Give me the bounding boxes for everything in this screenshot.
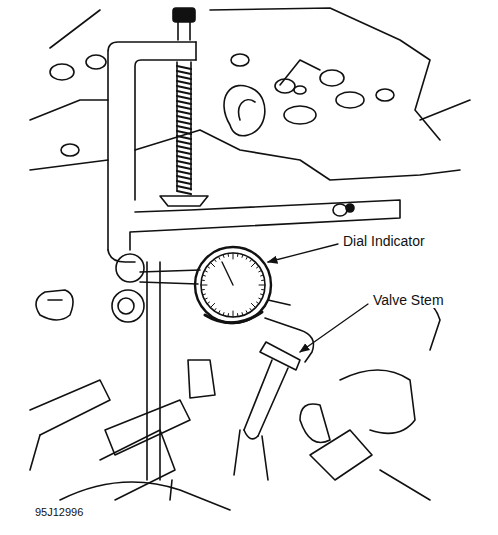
dial-tick <box>201 289 204 291</box>
dial-tick <box>205 271 208 272</box>
dial-tick <box>233 311 234 317</box>
dial-tick <box>262 289 265 291</box>
thread-stroke <box>177 156 191 159</box>
dial-tick <box>203 294 206 296</box>
dial-tick <box>210 303 214 307</box>
dial-tick <box>210 262 214 266</box>
dial-tick <box>250 259 252 261</box>
screw-threads <box>177 66 191 194</box>
thread-stroke <box>177 101 191 104</box>
dial-tick <box>259 271 262 272</box>
dial-tick <box>228 314 230 317</box>
dial-tick <box>233 253 234 259</box>
thread-stroke <box>177 141 191 144</box>
dial-ticks <box>201 253 265 317</box>
dial-tick <box>207 302 209 304</box>
dial-tick <box>205 298 208 299</box>
thread-stroke <box>177 76 191 79</box>
dial-tick <box>207 266 209 268</box>
dial-tick <box>250 309 252 311</box>
thread-stroke <box>177 191 191 194</box>
dial-tick <box>237 253 239 256</box>
dial-tick <box>259 285 265 286</box>
dial-tick <box>246 257 247 260</box>
thread-stroke <box>177 151 191 154</box>
dial-tick <box>201 285 207 286</box>
dial-tick <box>242 255 244 258</box>
thread-stroke <box>177 176 191 179</box>
dial-tick <box>261 275 264 277</box>
dial-tick <box>223 255 225 258</box>
valve-spring-compressor <box>108 8 400 500</box>
thread-stroke <box>177 66 191 69</box>
thread-stroke <box>177 116 191 119</box>
leader-line <box>268 244 338 262</box>
dial-tick <box>251 303 255 307</box>
thread-stroke <box>177 86 191 89</box>
dial-tick <box>261 294 264 296</box>
rocker-arms <box>30 290 440 510</box>
dial-tick <box>262 280 265 282</box>
dial-tick <box>219 257 220 260</box>
dial-tick <box>246 311 247 314</box>
dial-tick <box>214 309 216 311</box>
dial-tick <box>219 311 220 314</box>
dial-tick <box>257 266 259 268</box>
thread-stroke <box>177 71 191 74</box>
dial-tick <box>257 302 259 304</box>
thread-stroke <box>177 126 191 129</box>
thread-stroke <box>177 161 191 164</box>
leader-line <box>300 304 368 352</box>
thread-stroke <box>177 121 191 124</box>
figure-number: 95J12996 <box>34 506 84 518</box>
thread-stroke <box>177 106 191 109</box>
part-label: Valve Stem <box>372 292 445 308</box>
thread-stroke <box>177 171 191 174</box>
thread-stroke <box>177 146 191 149</box>
part-label: Dial Indicator <box>342 233 426 249</box>
thread-stroke <box>177 186 191 189</box>
cylinder-head <box>30 8 470 216</box>
dial-tick <box>214 259 216 261</box>
dial-tick <box>201 280 204 282</box>
thread-stroke <box>177 131 191 134</box>
thread-stroke <box>177 96 191 99</box>
dial-tick <box>237 314 239 317</box>
dial-tick <box>242 313 244 316</box>
thread-stroke <box>177 136 191 139</box>
thread-stroke <box>177 181 191 184</box>
dial-tick <box>223 313 225 316</box>
dial-indicator <box>112 247 314 480</box>
thread-stroke <box>177 91 191 94</box>
thread-stroke <box>177 166 191 169</box>
thread-stroke <box>177 111 191 114</box>
dial-tick <box>259 298 262 299</box>
dial-tick <box>251 262 255 266</box>
thread-stroke <box>177 81 191 84</box>
dial-tick <box>228 253 230 256</box>
dial-tick <box>203 275 206 277</box>
